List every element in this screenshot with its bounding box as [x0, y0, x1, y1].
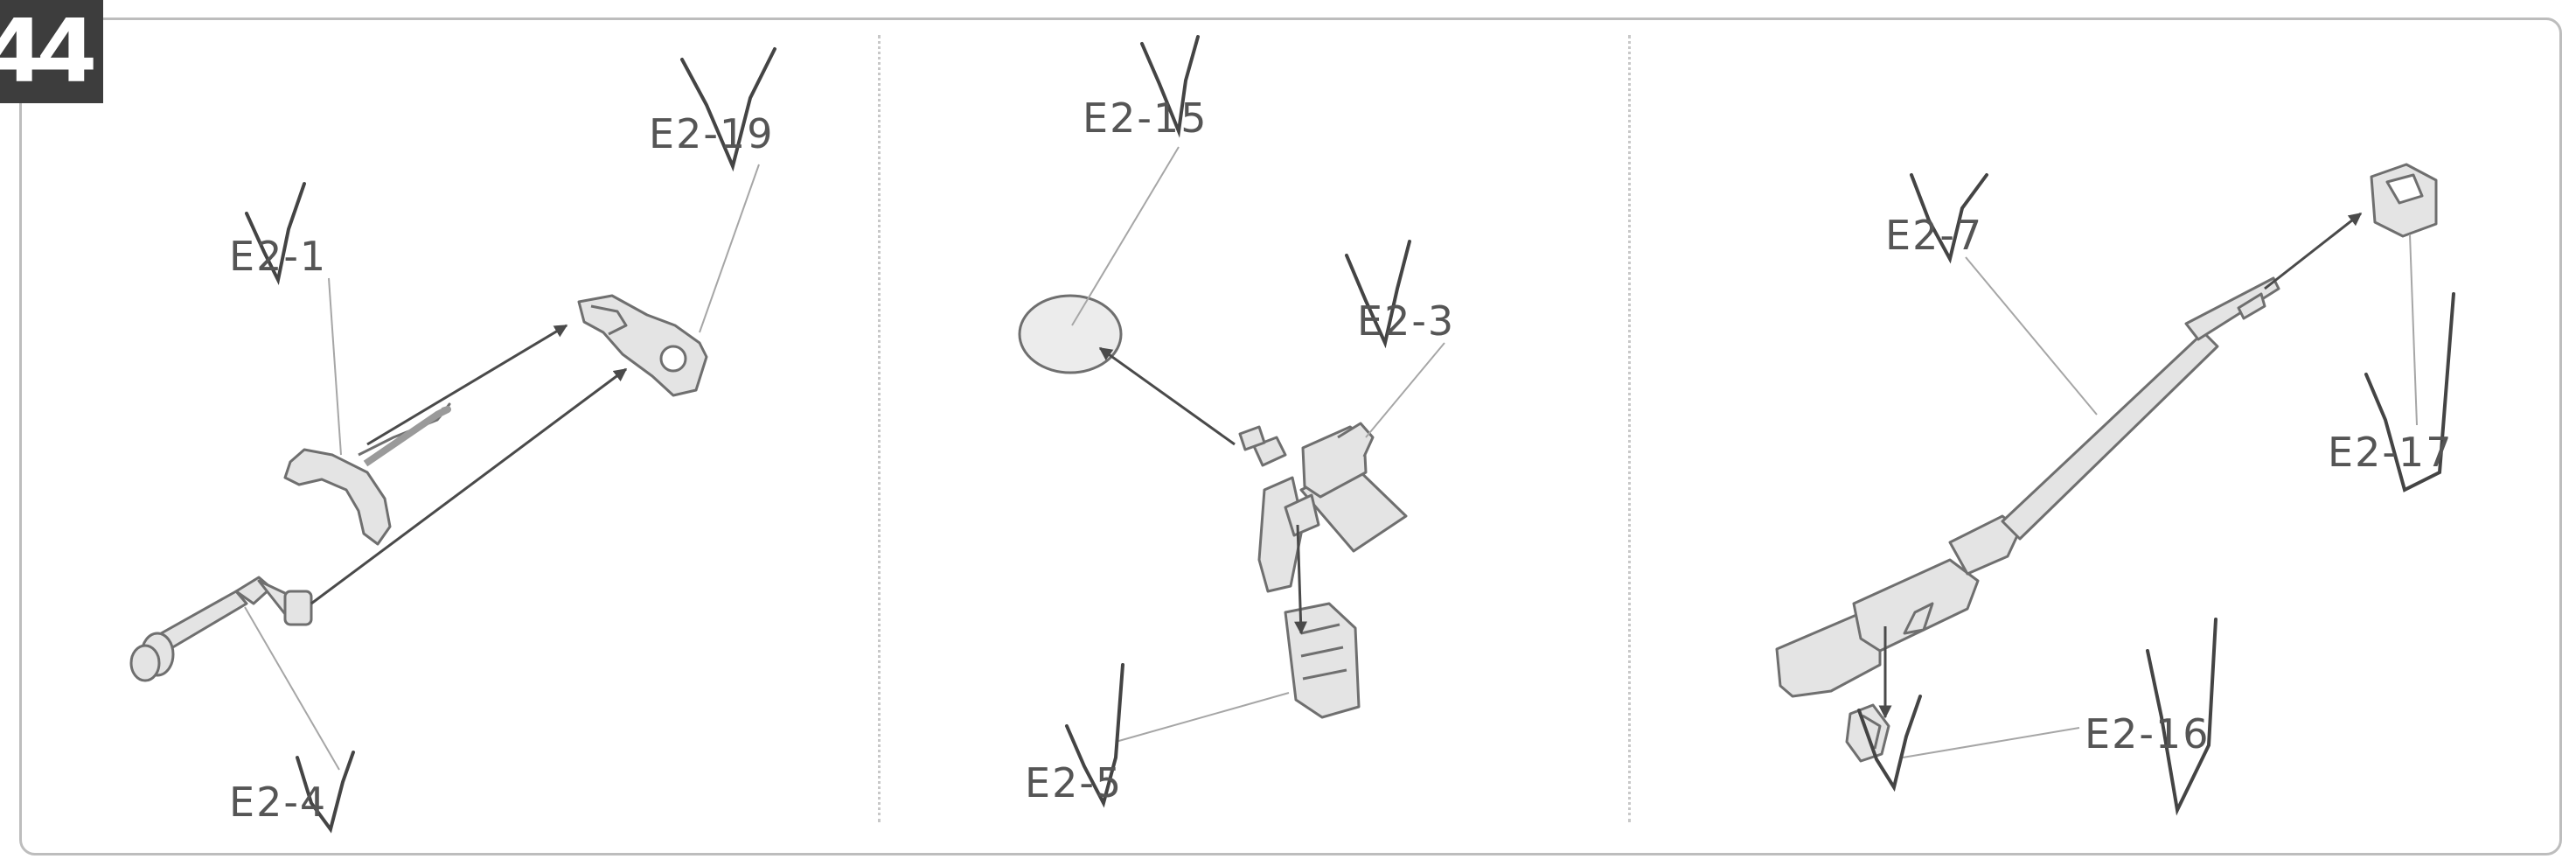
part-label-e2-7: E2-7: [1885, 212, 1983, 259]
part-label-e2-1: E2-1: [229, 233, 327, 280]
panel-1: [131, 296, 707, 681]
part-e2-19: [579, 296, 707, 395]
part-label-e2-16: E2-16: [2085, 710, 2210, 758]
part-label-e2-5: E2-5: [1025, 759, 1123, 807]
part-e2-15: [1020, 296, 1121, 373]
part-label-e2-4: E2-4: [229, 779, 327, 826]
panel-2: [1020, 296, 1406, 717]
part-label-e2-17: E2-17: [2328, 429, 2453, 476]
part-e2-1: [285, 404, 449, 544]
part-e2-3: [1240, 423, 1406, 591]
part-label-e2-15: E2-15: [1083, 94, 1208, 142]
part-e2-17: [2371, 164, 2436, 236]
panel-3-leaders: [1903, 234, 2417, 758]
part-e2-4: [131, 577, 311, 681]
part-label-e2-3: E2-3: [1357, 297, 1455, 345]
part-label-e2-19: E2-19: [649, 110, 774, 157]
part-e2-5: [1285, 604, 1359, 717]
part-e2-7: [1777, 278, 2279, 696]
